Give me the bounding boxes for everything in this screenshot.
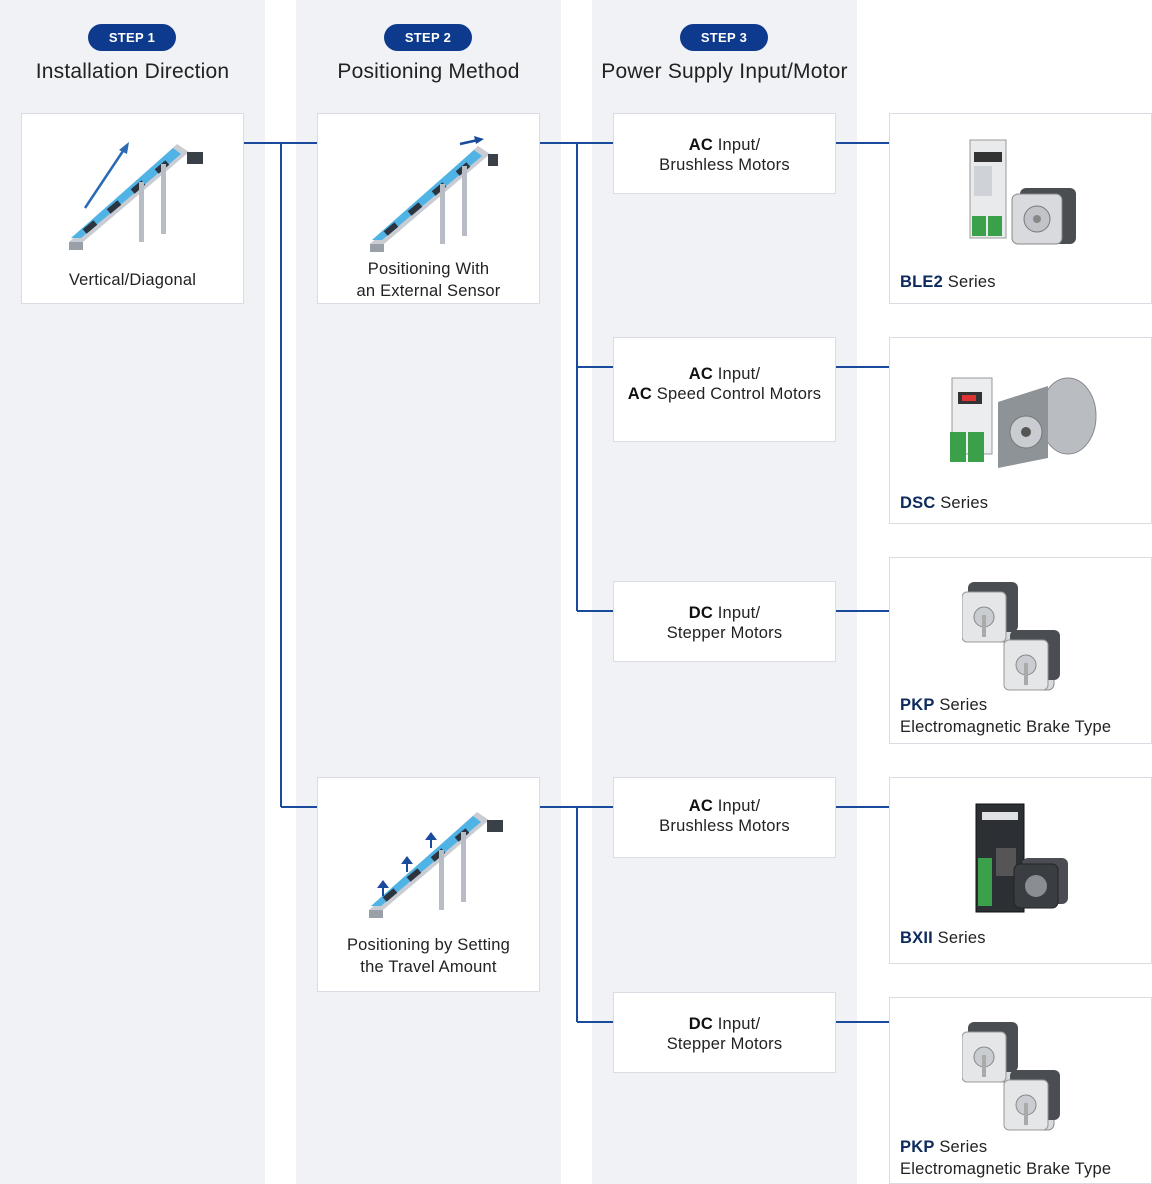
product-suffix: Series: [932, 929, 986, 947]
motor-label: Speed Control Motors: [651, 385, 822, 403]
product-pkp-2[interactable]: PKP Series Electromagnetic Brake Type: [889, 997, 1152, 1184]
step2-badge: STEP 2: [384, 24, 472, 51]
ble2-motor-icon: [969, 139, 1076, 245]
pkp-motor-icon: [962, 1022, 1061, 1131]
product-name: BLE2: [900, 273, 943, 291]
option-label: Vertical/Diagonal: [68, 271, 197, 289]
product-suffix: Series: [934, 696, 988, 714]
product-subtitle: Electromagnetic Brake Type: [900, 1160, 1112, 1178]
step1-badge: STEP 1: [88, 24, 176, 51]
product-suffix: Series: [935, 494, 989, 512]
power-type: AC: [688, 797, 713, 815]
option-external-sensor[interactable]: Positioning With an External Sensor: [317, 113, 540, 304]
product-name: DSC: [900, 494, 936, 512]
motor-type: AC: [627, 385, 652, 403]
motor-label: Stepper Motors: [666, 624, 783, 642]
option-vertical-diagonal[interactable]: Vertical/Diagonal: [21, 113, 244, 304]
product-dsc[interactable]: DSC Series: [889, 337, 1152, 524]
dsc-motor-icon: [950, 377, 1097, 468]
step2-title: Positioning Method: [337, 60, 520, 83]
power-dc-stepper-2[interactable]: DC Input/ Stepper Motors: [613, 992, 836, 1073]
power-label: Input/: [712, 365, 761, 383]
conveyor-diagonal-icon: [69, 142, 203, 250]
power-ac-brushless-2[interactable]: AC Input/ Brushless Motors: [613, 777, 836, 858]
power-ac-speed-control[interactable]: AC Input/ AC Speed Control Motors: [613, 337, 836, 442]
power-type: DC: [688, 604, 713, 622]
motor-label: Brushless Motors: [659, 817, 790, 835]
conveyor-travel-icon: [369, 812, 503, 918]
option-label-line2: the Travel Amount: [360, 958, 497, 976]
motor-label: Stepper Motors: [666, 1035, 783, 1053]
motor-label: Brushless Motors: [659, 156, 790, 174]
option-label-line1: Positioning With: [367, 260, 490, 278]
power-label: Input/: [712, 604, 761, 622]
product-bxii[interactable]: BXII Series: [889, 777, 1152, 964]
power-type: AC: [688, 365, 713, 383]
product-subtitle: Electromagnetic Brake Type: [900, 718, 1112, 736]
power-ac-brushless-1[interactable]: AC Input/ Brushless Motors: [613, 113, 836, 194]
step3-title: Power Supply Input/Motor: [601, 60, 848, 83]
step1-title: Installation Direction: [35, 60, 230, 83]
pkp-motor-icon: [962, 582, 1061, 691]
product-suffix: Series: [934, 1138, 988, 1156]
option-label-line2: an External Sensor: [356, 282, 501, 300]
bxii-motor-icon: [975, 803, 1068, 913]
product-suffix: Series: [942, 273, 996, 291]
conveyor-sensor-icon: [370, 136, 498, 252]
product-pkp-1[interactable]: PKP Series Electromagnetic Brake Type: [889, 557, 1152, 744]
product-name: PKP: [900, 1138, 935, 1156]
power-label: Input/: [712, 136, 761, 154]
option-travel-amount[interactable]: Positioning by Setting the Travel Amount: [317, 777, 540, 992]
power-label: Input/: [712, 797, 761, 815]
step3-badge: STEP 3: [680, 24, 768, 51]
option-label-line1: Positioning by Setting: [346, 936, 511, 954]
product-name: BXII: [900, 929, 933, 947]
power-dc-stepper-1[interactable]: DC Input/ Stepper Motors: [613, 581, 836, 662]
power-type: DC: [688, 1015, 713, 1033]
power-label: Input/: [712, 1015, 761, 1033]
product-name: PKP: [900, 696, 935, 714]
product-ble2[interactable]: BLE2 Series: [889, 113, 1152, 304]
power-type: AC: [688, 136, 713, 154]
